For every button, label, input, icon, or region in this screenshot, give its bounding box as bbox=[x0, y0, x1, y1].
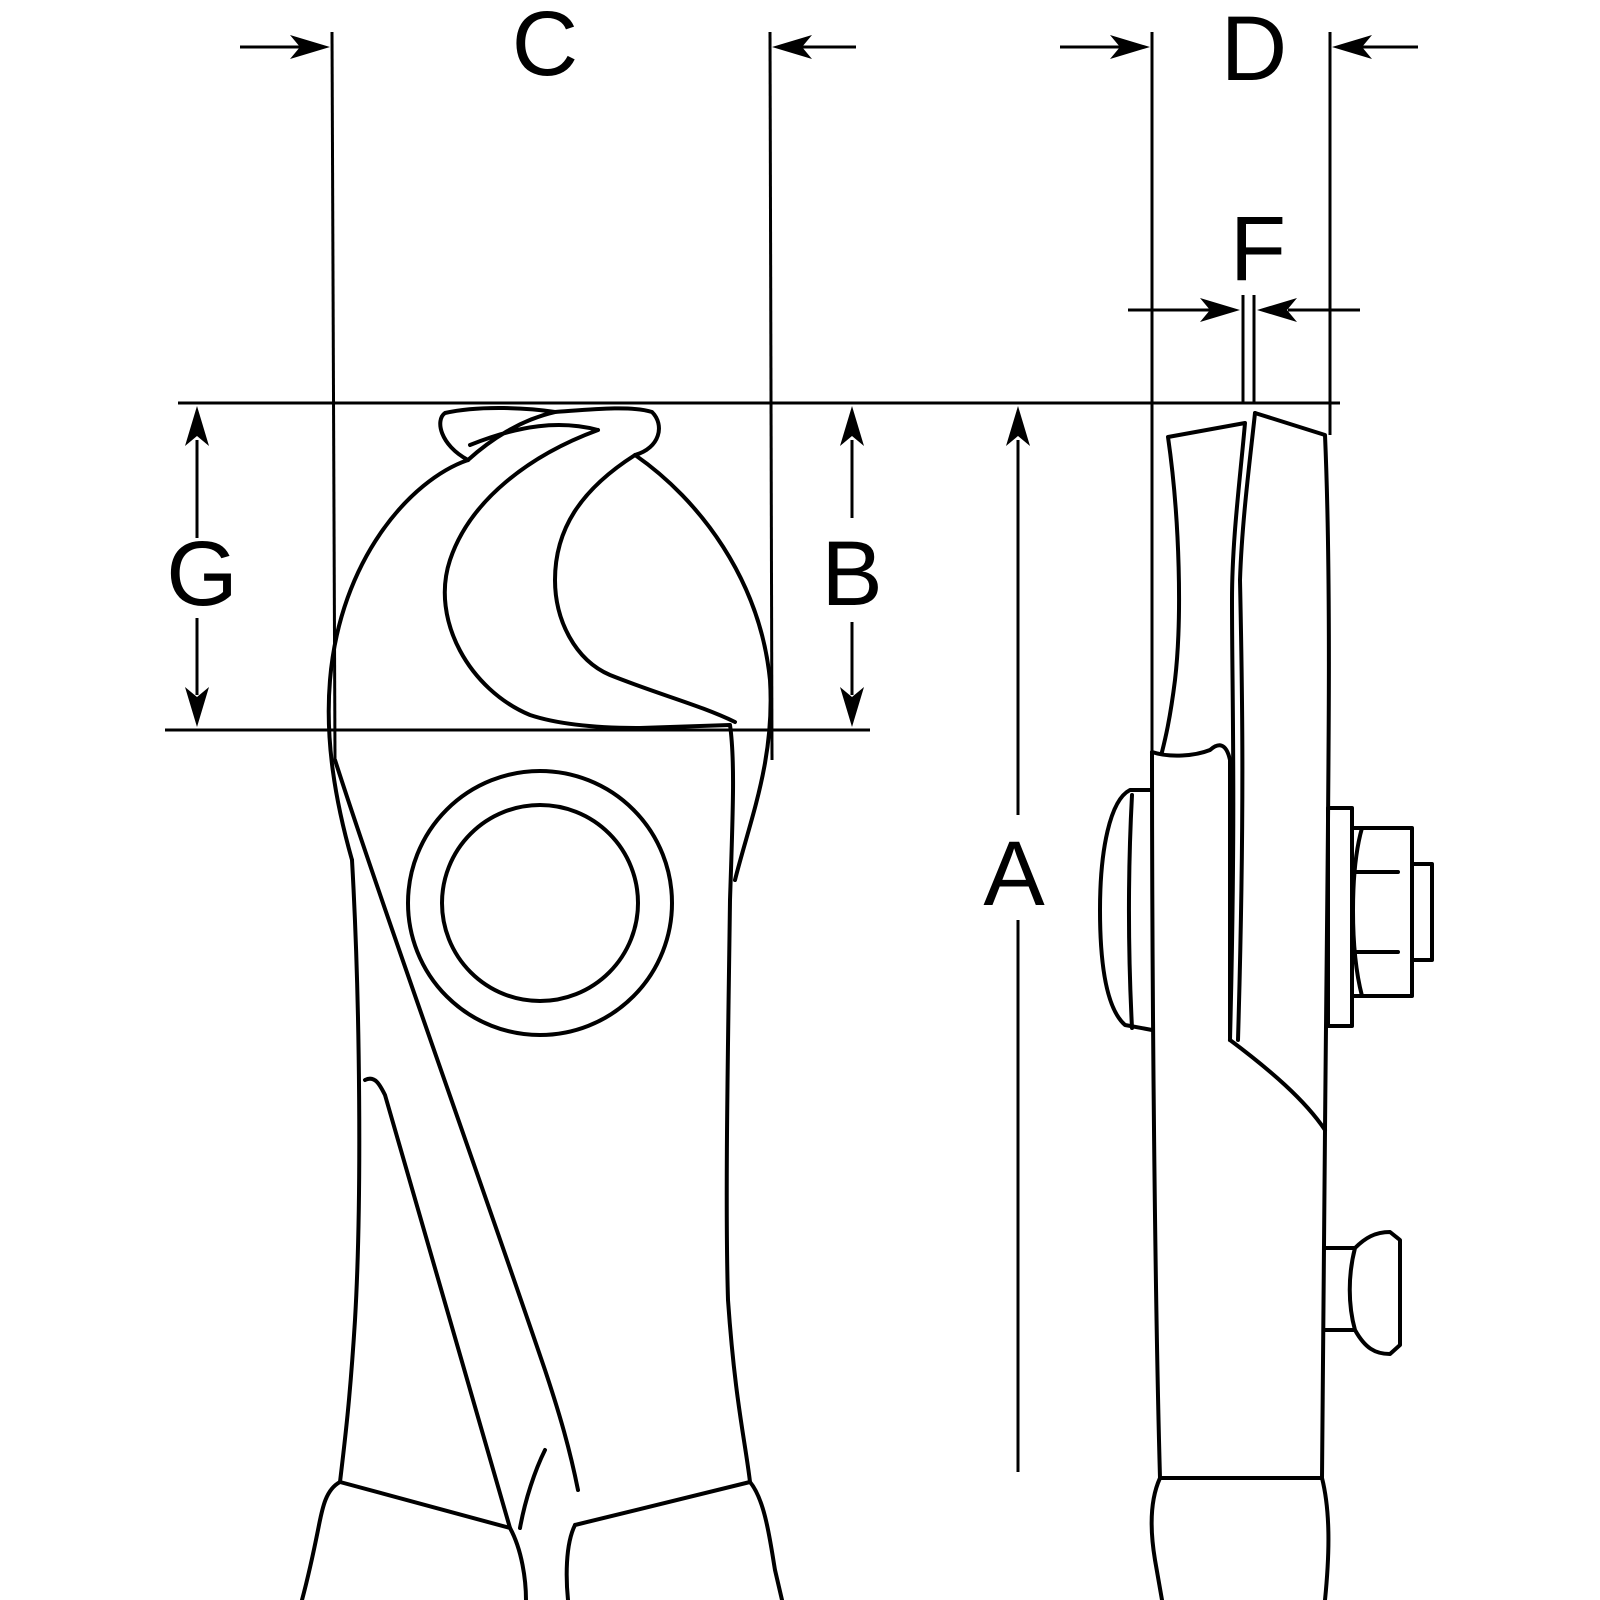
side-dome-head bbox=[1098, 788, 1154, 1032]
side-bolt-end bbox=[1410, 862, 1434, 962]
right-grip bbox=[564, 1480, 784, 1600]
dimension-label-a: A bbox=[983, 823, 1045, 925]
dimension-label-g: G bbox=[166, 523, 238, 625]
dimension-label-f: F bbox=[1230, 198, 1286, 300]
a-top-arrowhead bbox=[1006, 406, 1030, 446]
body-left-edge bbox=[338, 858, 362, 1484]
c-left-arrowhead bbox=[290, 35, 330, 59]
left-grip bbox=[300, 1480, 528, 1600]
b-bottom-arrowhead bbox=[840, 687, 864, 727]
dimension-label-b: B bbox=[821, 523, 882, 625]
side-lower-curve bbox=[1228, 1038, 1327, 1132]
b-top-arrowhead bbox=[840, 406, 864, 446]
f-right-arrowhead bbox=[1257, 298, 1297, 322]
side-view bbox=[1098, 411, 1434, 1600]
side-blade-right bbox=[1253, 411, 1331, 1132]
front-view bbox=[300, 405, 784, 1600]
d-right-arrowhead bbox=[1332, 35, 1372, 59]
side-washer bbox=[1326, 806, 1354, 1028]
dimension-label-c: C bbox=[512, 0, 578, 95]
c-right-extension bbox=[768, 31, 774, 761]
right-arm-joint bbox=[518, 1448, 547, 1530]
g-bottom-arrowhead bbox=[185, 687, 209, 727]
side-dome-line bbox=[1127, 793, 1134, 1030]
side-lock-knob bbox=[1323, 1230, 1402, 1356]
left-arm-inner-edge bbox=[363, 1076, 512, 1530]
g-top-arrowhead bbox=[185, 406, 209, 446]
handle-split-line bbox=[333, 758, 580, 1492]
c-left-extension bbox=[330, 31, 337, 761]
side-shoulder bbox=[1150, 743, 1232, 1042]
dimension-lines: C D F G B A bbox=[165, 0, 1418, 1472]
inner-crescent bbox=[442, 410, 642, 730]
f-left-arrowhead bbox=[1200, 298, 1240, 322]
lower-jaw-edge bbox=[638, 723, 736, 902]
side-body-left bbox=[1150, 750, 1162, 1480]
upper-jaw bbox=[438, 405, 737, 724]
pivot-outer-ring bbox=[406, 769, 674, 1037]
side-hex-nut bbox=[1350, 826, 1414, 998]
body-right-edge bbox=[724, 898, 752, 1484]
dimension-label-d: D bbox=[1221, 0, 1287, 100]
d-left-arrowhead bbox=[1110, 35, 1150, 59]
head-outline bbox=[326, 453, 773, 882]
side-body-right bbox=[1320, 1128, 1327, 1480]
side-blade-center bbox=[1236, 411, 1257, 1042]
side-grip bbox=[1149, 1476, 1331, 1600]
side-blade-left bbox=[1160, 421, 1247, 1042]
c-right-arrowhead bbox=[772, 35, 812, 59]
pivot-bolt bbox=[440, 803, 640, 1003]
